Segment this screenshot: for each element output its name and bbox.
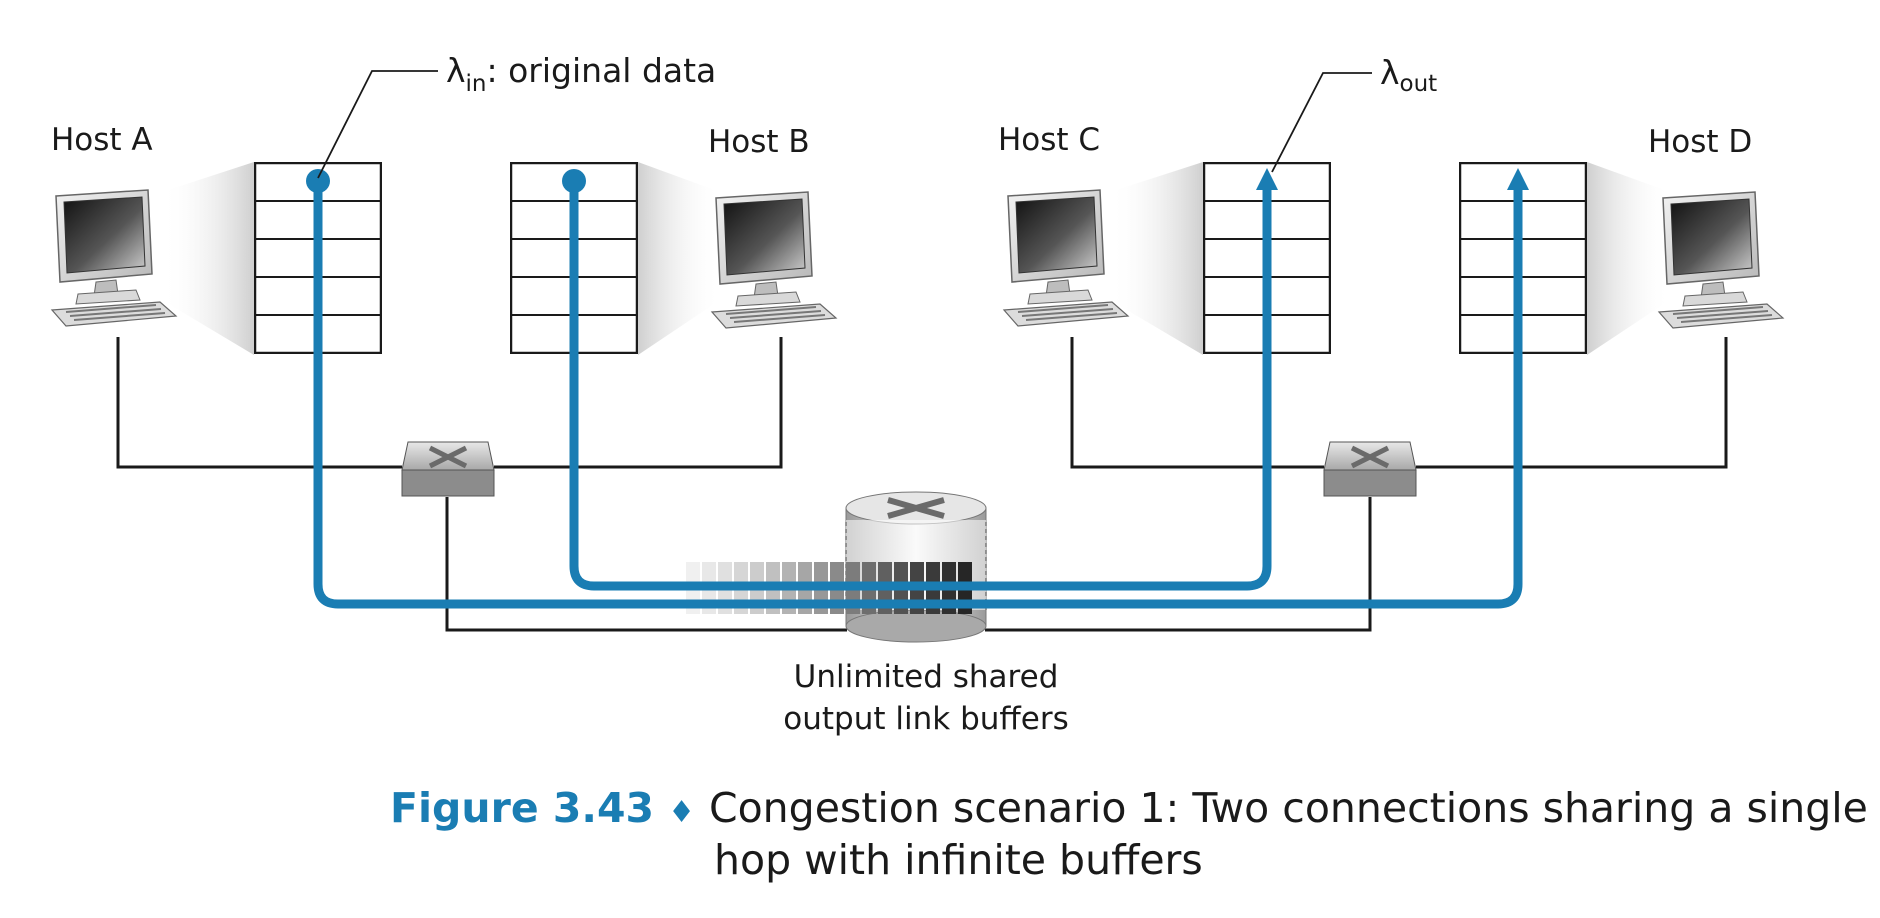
source-dot-host-b — [562, 169, 586, 193]
router-label-line-2: output link buffers — [783, 701, 1068, 737]
host-d-buffer — [1459, 162, 1587, 354]
host-a-computer — [50, 188, 178, 328]
host-d-buffer-fan — [1587, 162, 1670, 355]
caption-text-line-1: Congestion scenario 1: Two connections s… — [709, 784, 1868, 832]
link-host-a-to-switch-left — [116, 337, 402, 469]
lambda-in-label: λin: original data — [446, 51, 716, 97]
host-d-computer — [1657, 190, 1785, 330]
router-label-line-1: Unlimited shared — [794, 659, 1059, 695]
host-b-buffer-fan — [638, 162, 720, 355]
host-d-label: Host D — [1648, 124, 1752, 160]
source-dot-host-a — [306, 169, 330, 193]
lambda-out-leader — [1271, 72, 1372, 173]
switch-right — [1324, 442, 1416, 496]
lambda-out-label: λout — [1380, 53, 1437, 97]
caption-text-line-2: hop with infinite buffers — [714, 836, 1203, 884]
caption-bullet: ♦ — [668, 795, 695, 830]
link-host-b-to-switch-left — [494, 337, 783, 469]
link-switch-right-to-router — [985, 497, 1372, 632]
figure-caption-line-1: Figure 3.43 ♦ Congestion scenario 1: Two c… — [390, 784, 1868, 832]
arrowhead-host-d — [1507, 168, 1529, 190]
host-c-label: Host C — [998, 122, 1100, 158]
network-links — [116, 337, 1728, 632]
link-host-c-to-switch-right — [1070, 337, 1324, 469]
connection-host-a-to-host-d — [313, 176, 1523, 609]
link-host-d-to-switch-right — [1416, 337, 1728, 469]
arrowhead-host-c — [1256, 168, 1278, 190]
host-c-computer — [1002, 188, 1130, 328]
link-switch-left-to-router — [445, 497, 847, 632]
host-b-computer — [710, 190, 838, 330]
connection-paths — [313, 176, 1523, 609]
switch-left — [402, 442, 494, 496]
host-a-buffer-fan — [162, 162, 254, 355]
lambda-in-leader — [317, 70, 438, 179]
host-b-label: Host B — [708, 124, 810, 160]
host-c-buffer-fan — [1110, 162, 1203, 355]
figure-number: Figure 3.43 — [390, 784, 654, 832]
connection-host-b-to-host-c — [569, 176, 1272, 591]
host-a-label: Host A — [51, 122, 153, 158]
